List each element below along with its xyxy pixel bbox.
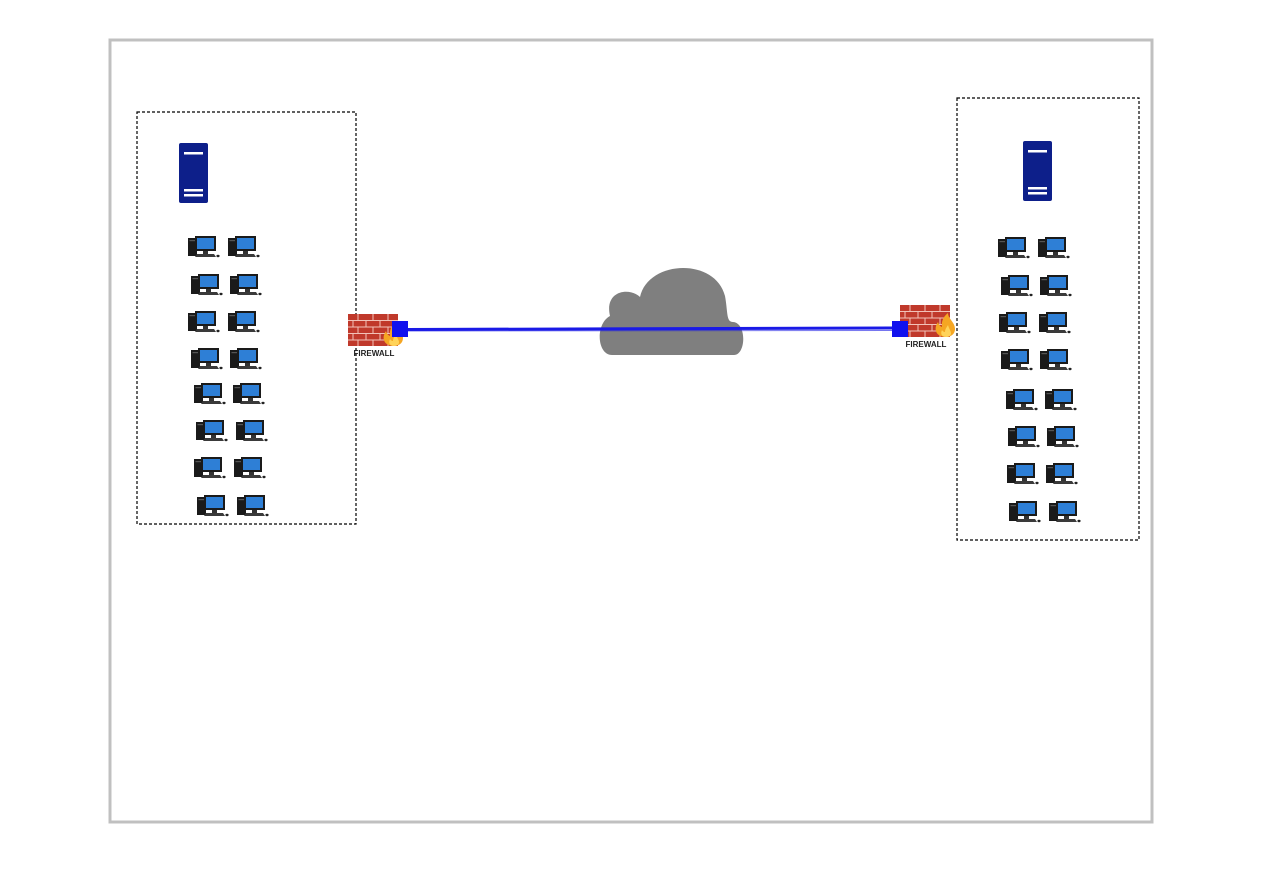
link-endpoint xyxy=(392,321,408,337)
desktop-computer-icon xyxy=(1049,501,1081,523)
desktop-computer-icon xyxy=(1040,275,1072,297)
desktop-computer-icon xyxy=(1001,275,1033,297)
left-workstations xyxy=(188,236,269,517)
desktop-computer-icon xyxy=(191,348,223,370)
desktop-computer-icon xyxy=(1046,463,1078,485)
right-workstations xyxy=(998,237,1081,523)
desktop-computer-icon xyxy=(1006,389,1038,411)
desktop-computer-icon xyxy=(194,383,226,405)
wan-link xyxy=(407,326,893,332)
right-firewall: FIREWALL xyxy=(892,304,956,349)
desktop-computer-icon xyxy=(228,236,260,258)
desktop-computer-icon xyxy=(188,236,220,258)
cloud-icon xyxy=(599,267,744,355)
link-endpoint xyxy=(892,321,908,337)
firewall-label: FIREWALL xyxy=(906,340,947,349)
desktop-computer-icon xyxy=(999,312,1031,334)
desktop-computer-icon xyxy=(1038,237,1070,259)
desktop-computer-icon xyxy=(1040,349,1072,371)
server-icon xyxy=(179,143,208,203)
desktop-computer-icon xyxy=(196,420,228,442)
server-icon xyxy=(1023,141,1052,201)
desktop-computer-icon xyxy=(230,274,262,296)
desktop-computer-icon xyxy=(230,348,262,370)
desktop-computer-icon xyxy=(1001,349,1033,371)
desktop-computer-icon xyxy=(228,311,260,333)
desktop-computer-icon xyxy=(234,457,266,479)
desktop-computer-icon xyxy=(188,311,220,333)
left-site-zone xyxy=(136,111,357,525)
desktop-computer-icon xyxy=(194,457,226,479)
desktop-computer-icon xyxy=(236,420,268,442)
left-firewall: FIREWALL xyxy=(347,313,408,358)
desktop-computer-icon xyxy=(1039,312,1071,334)
diagram-frame xyxy=(108,38,1154,824)
firewall-label: FIREWALL xyxy=(354,349,395,358)
desktop-computer-icon xyxy=(1007,463,1039,485)
right-site-zone xyxy=(956,97,1140,541)
desktop-computer-icon xyxy=(1045,389,1077,411)
firewall-icon xyxy=(899,304,956,338)
desktop-computer-icon xyxy=(1008,426,1040,448)
desktop-computer-icon xyxy=(237,495,269,517)
desktop-computer-icon xyxy=(1009,501,1041,523)
desktop-computer-icon xyxy=(233,383,265,405)
desktop-computer-icon xyxy=(998,237,1030,259)
desktop-computer-icon xyxy=(191,274,223,296)
desktop-computer-icon xyxy=(1047,426,1079,448)
desktop-computer-icon xyxy=(197,495,229,517)
